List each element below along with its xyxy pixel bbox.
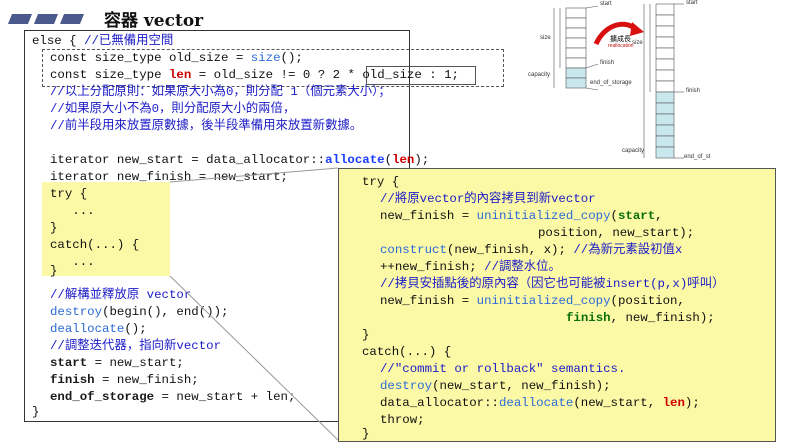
- code-comment: //拷貝安插點後的原內容（因它也可能被insert(p,x)呼叫）: [380, 277, 725, 291]
- code-comment: //將原vector的內容拷貝到新vector: [380, 192, 596, 206]
- memory-diagram: start size finish capacity end_of_storag…: [528, 0, 728, 165]
- title-bars-icon: [8, 9, 88, 24]
- code-line: catch(...) {: [362, 345, 452, 359]
- code-line: data_allocator::deallocate(new_start, le…: [380, 396, 700, 410]
- diagram-label: 擴成長: [610, 36, 631, 43]
- code-line: finish, new_finish);: [566, 311, 715, 325]
- code-comment: //解構並釋放原 vector: [50, 288, 192, 302]
- diagram-label: end_of_st: [684, 154, 711, 160]
- diagram-label: reallocation: [608, 43, 634, 49]
- code-line: }: [362, 328, 370, 342]
- code-line: }: [50, 221, 58, 235]
- diagram-label: capacity: [528, 72, 551, 78]
- diagram-label: size: [632, 40, 643, 46]
- code-line: else { //已無備用空間: [32, 34, 174, 48]
- code-line: }: [32, 405, 40, 419]
- code-line: new_finish = uninitialized_copy(start,: [380, 209, 663, 223]
- code-line: try {: [50, 187, 88, 201]
- code-line: deallocate();: [50, 322, 147, 336]
- code-line: }: [50, 264, 58, 278]
- code-line: new_finish = uninitialized_copy(position…: [380, 294, 685, 308]
- code-line: }: [362, 427, 370, 441]
- double-size-box: [366, 66, 476, 85]
- diagram-label: size: [540, 35, 551, 41]
- code-line: const size_type len = old_size != 0 ? 2 …: [50, 68, 459, 82]
- allocation-dotted-box: [42, 49, 504, 87]
- code-line: destroy(new_start, new_finish);: [380, 379, 611, 393]
- code-line: const size_type old_size = size();: [50, 51, 303, 65]
- code-line: start = new_start;: [50, 356, 184, 370]
- code-comment: //以上分配原則：如果原大小為0，則分配 1（個元素大小）；: [50, 85, 391, 99]
- code-line: ...: [50, 255, 95, 269]
- page-title: 容器 vector: [104, 11, 204, 31]
- code-line: end_of_storage = new_start + len;: [50, 390, 296, 404]
- diagram-label: start: [686, 0, 698, 6]
- code-comment: //如果原大小不為0，則分配原大小的兩倍，: [50, 102, 296, 116]
- code-line: ...: [50, 204, 95, 218]
- right-code-panel: [338, 168, 776, 442]
- code-line: iterator new_start = data_allocator::all…: [50, 153, 430, 167]
- diagram-label: finish: [600, 60, 615, 66]
- code-line: try {: [362, 175, 400, 189]
- code-comment: //前半段用來放置原數據，後半段準備用來放置新數據。: [50, 119, 363, 133]
- try-catch-highlight: [42, 182, 170, 276]
- diagram-label: end_of_storage: [590, 80, 632, 86]
- diagram-label: finish: [686, 88, 701, 94]
- diagram-label: start: [600, 1, 612, 7]
- code-line: throw;: [380, 413, 425, 427]
- code-line: finish = new_finish;: [50, 373, 199, 387]
- code-line: ++new_finish; //調整水位。: [380, 260, 561, 274]
- code-comment: //調整迭代器，指向新vector: [50, 339, 222, 353]
- code-line: catch(...) {: [50, 238, 140, 252]
- diagram-label: capacity: [622, 148, 645, 154]
- code-comment: //"commit or rollback" semantics.: [380, 362, 626, 376]
- code-line: position, new_start);: [538, 226, 695, 240]
- code-line: construct(new_finish, x); //為新元素設初值x: [380, 243, 683, 257]
- code-line: destroy(begin(), end());: [50, 305, 229, 319]
